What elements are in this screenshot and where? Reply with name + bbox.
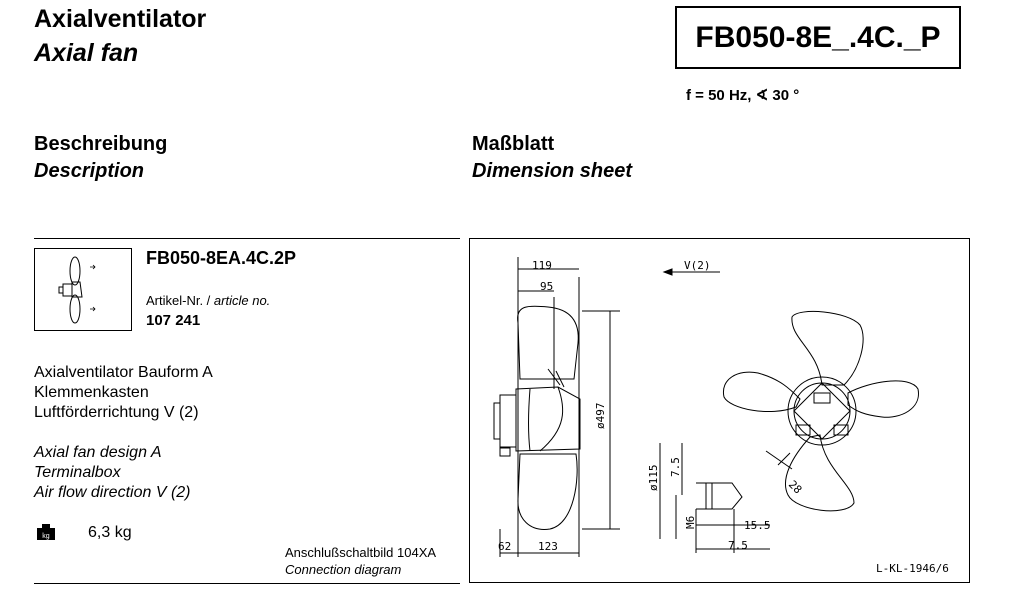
drawing-canvas: 119 95 ø497 62 123 ø115 7.5 M6 15.5 7.5 … [493,257,949,575]
desc-en-line: Air flow direction V (2) [34,484,191,501]
fan-thumbnail [34,248,132,331]
airflow-direction: V(2) [684,259,711,272]
dim-m6: M6 [684,516,697,529]
title-english: Axial fan [34,39,139,67]
desc-de-line: Axialventilator Bauform A [34,364,213,381]
dim-7-5-horizontal: 7.5 [728,539,748,552]
article-label: Artikel-Nr. / article no. [146,293,270,309]
motor-body [499,394,517,448]
frequency-spec: f = 50 Hz, ∢ 30 ° [686,87,800,104]
article-label-de: Artikel-Nr. / [146,293,211,308]
connection-diagram-en: Connection diagram [285,562,402,577]
front-hub-outer [787,376,857,446]
desc-en-line: Axial fan design A [34,444,162,461]
article-number: 107 241 [146,312,201,329]
desc-en-line: Terminalbox [34,464,121,481]
drawing-number: L-KL-1946/6 [876,562,949,575]
bolt-detail [705,482,743,510]
top-divider [34,238,460,239]
bottom-divider [34,583,460,584]
front-blade-left [722,371,801,413]
desc-de-line: Klemmenkasten [34,384,149,401]
dim-119: 119 [532,259,552,272]
product-code: FB050-8EA.4C.2P [146,248,297,268]
description-german: Axialventilator Bauform A Klemmenkasten … [34,363,213,423]
dimension-drawing: 119 95 ø497 62 123 ø115 7.5 M6 15.5 7.5 … [469,238,970,583]
section-dimension-de: Maßblatt [472,133,555,155]
connection-diagram-de: Anschlußschaltbild 104XA [285,545,437,560]
description-english: Axial fan design A Terminalbox Air flow … [34,443,191,503]
model-box: FB050-8E_.4C._P [675,6,961,69]
weight-value: 6,3 kg [88,524,132,541]
fan-side-icon [58,256,96,324]
svg-text:kg: kg [42,533,50,540]
dim-95: 95 [540,280,553,293]
dim-62: 62 [498,540,511,553]
title-german: Axialventilator [34,5,207,33]
side-hub [515,386,581,452]
side-blade-top [517,305,579,380]
dim-115: ø115 [647,465,660,492]
front-blade-bottom [784,434,855,512]
article-label-en: article no. [213,293,271,308]
front-blade-top [791,311,864,386]
side-blade-bottom [517,453,578,530]
dim-diameter-497: ø497 [594,403,607,430]
weight-icon: kg [37,524,55,540]
dim-123: 123 [538,540,558,553]
dim-28: 28 [786,478,805,497]
section-dimension-en: Dimension sheet [472,160,633,182]
dim-7-5-vertical: 7.5 [669,457,682,477]
desc-de-line: Luftförderrichtung V (2) [34,404,199,421]
section-description-de: Beschreibung [34,133,168,155]
section-description-en: Description [34,160,145,182]
front-blade-right [847,380,919,418]
dim-15-5: 15.5 [744,519,771,532]
